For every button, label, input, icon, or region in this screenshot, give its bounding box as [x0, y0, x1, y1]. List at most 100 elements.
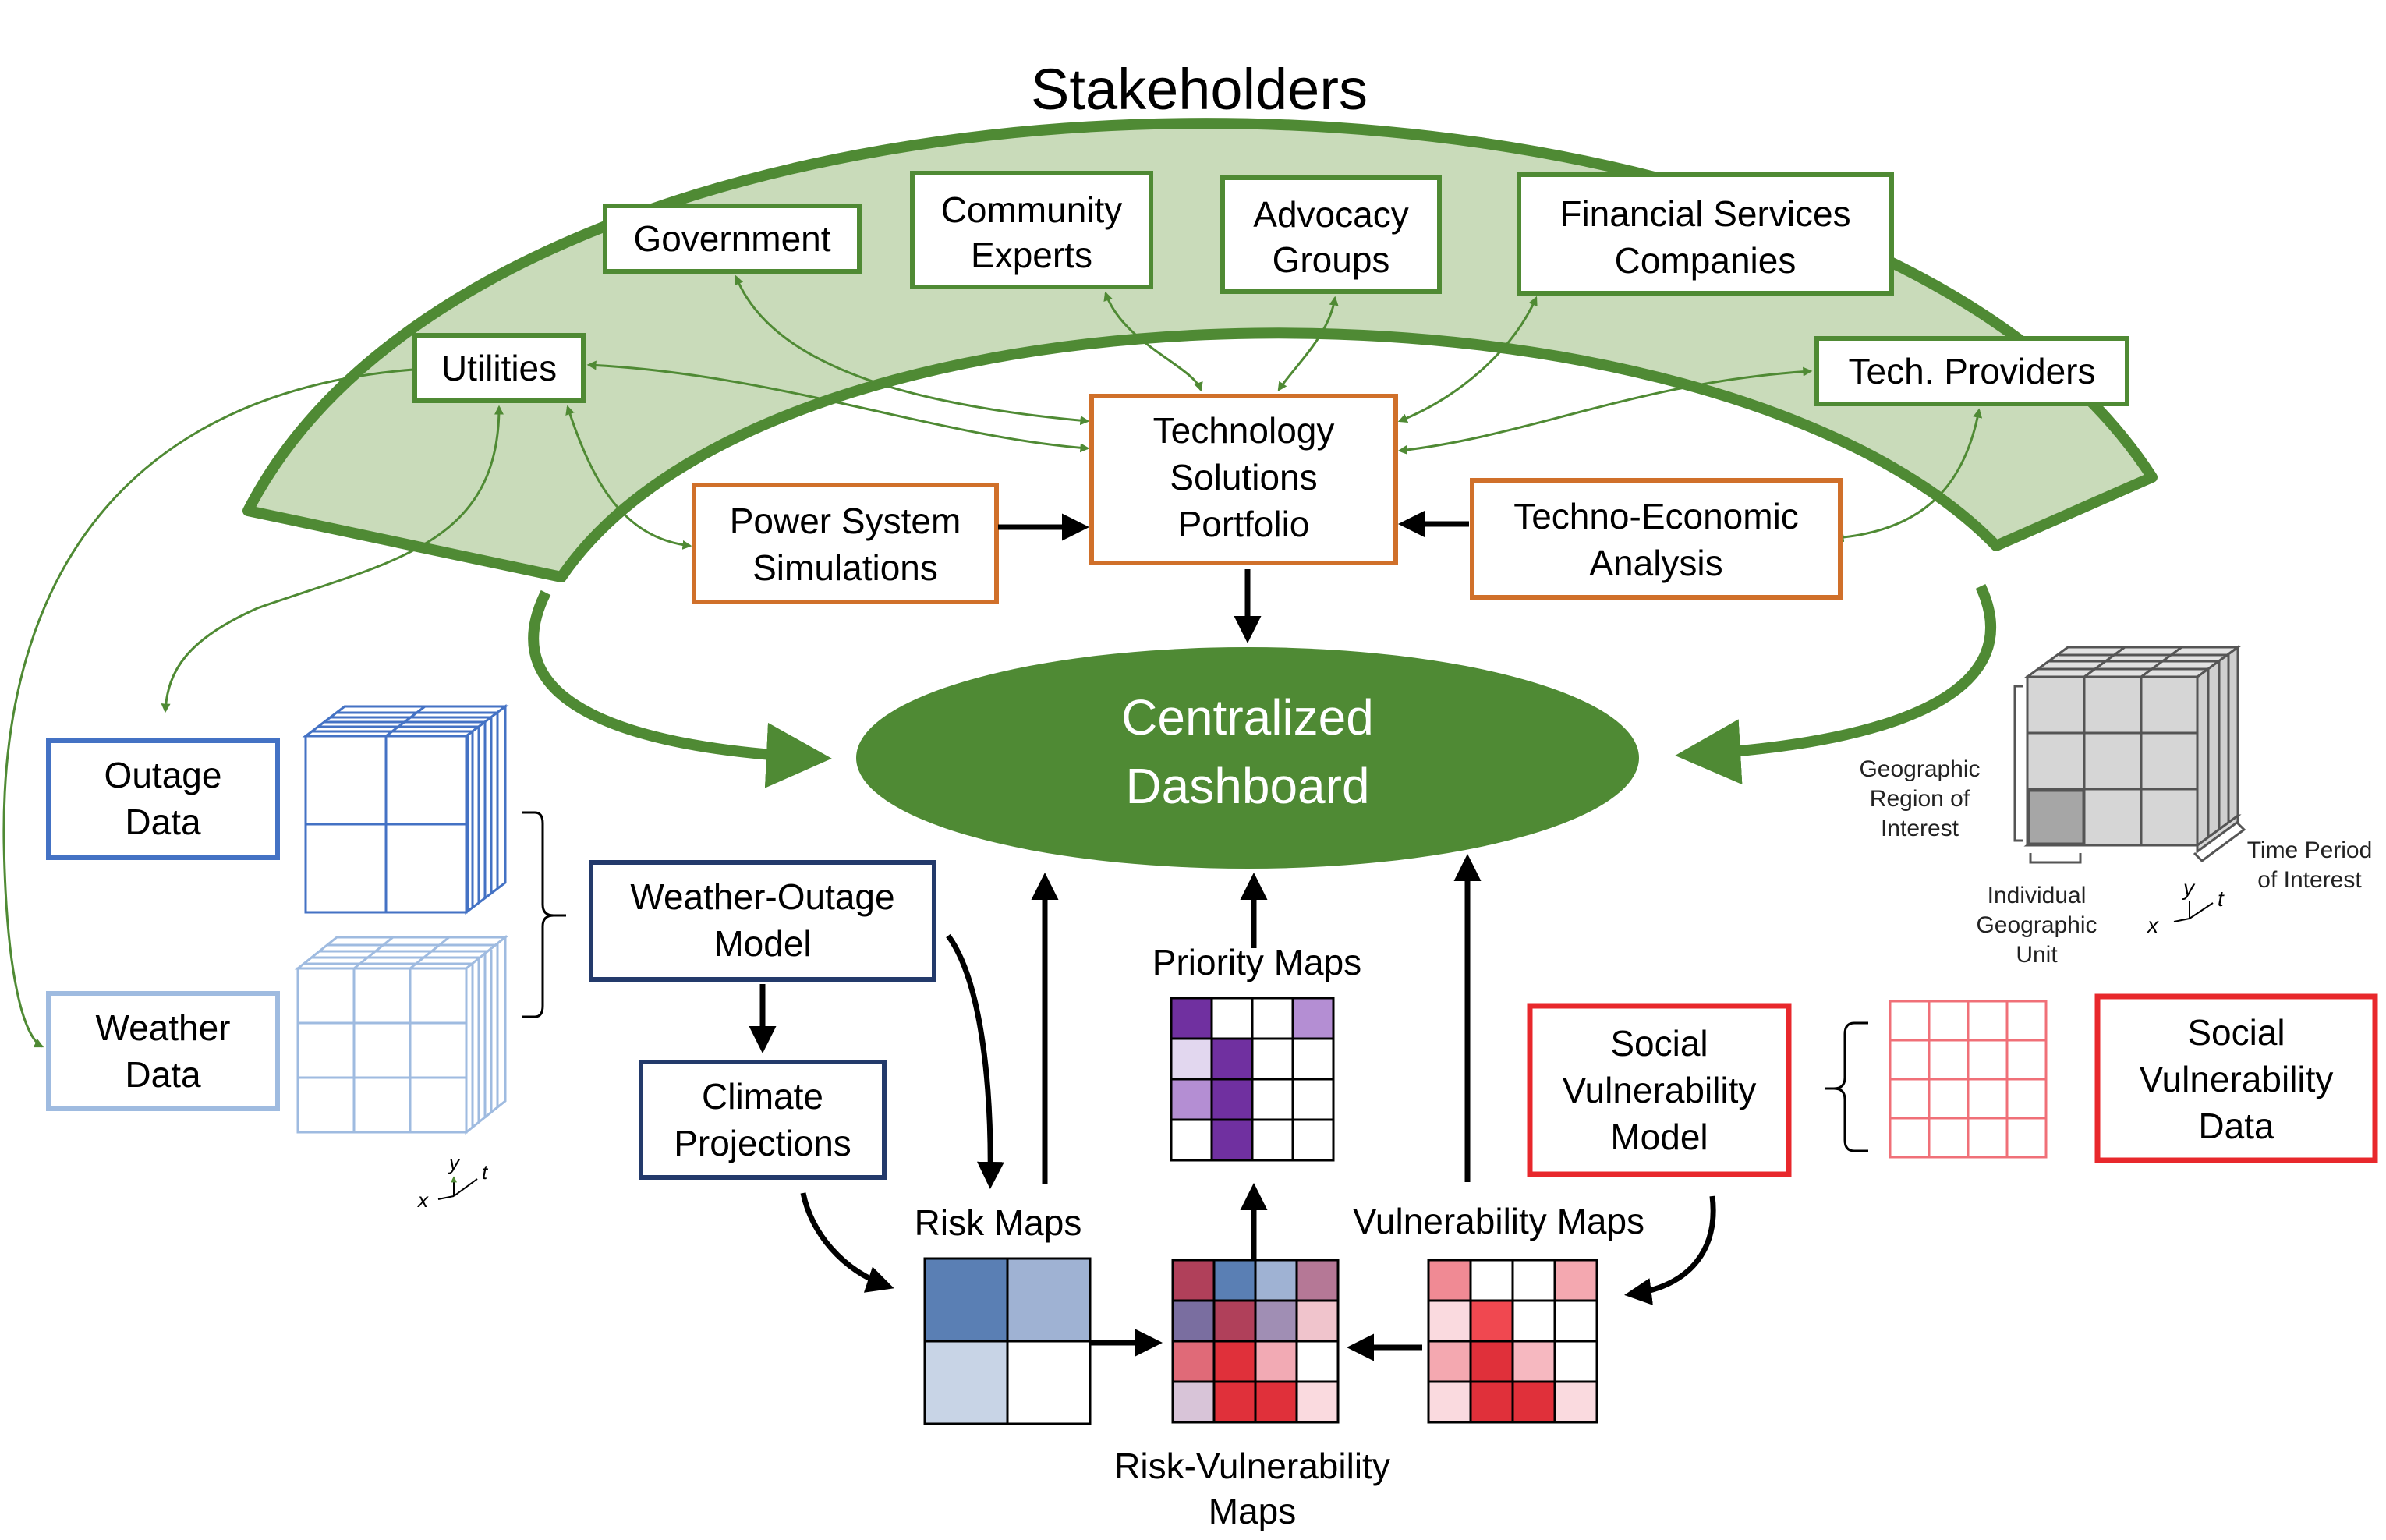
box-advocacy-groups: Advocacy Groups: [1220, 175, 1442, 294]
svg-text:Individual: Individual: [1988, 883, 2087, 908]
rv-grid-cell: [1212, 1259, 1257, 1302]
svg-text:Financial Services: Financial Services: [1559, 193, 1850, 234]
svg-text:Portfolio: Portfolio: [1178, 504, 1310, 544]
vuln-grid-cell: [1553, 1259, 1598, 1302]
vuln-grid-cell: [1511, 1340, 1556, 1383]
priority-grid-cell: [1170, 997, 1213, 1040]
weather-data-cube: [294, 934, 509, 1135]
vulnerability-map-grid: [1427, 1259, 1598, 1424]
social-grid-cell: [2005, 1039, 2048, 1081]
centralized-dashboard: Centralized Dashboard: [856, 647, 1639, 869]
risk-maps-label: Risk Maps: [915, 1202, 1082, 1243]
axes-glyph-right: x y t: [2146, 876, 2225, 937]
priority-grid-cell: [1291, 1078, 1335, 1121]
vuln-grid-cell: [1469, 1340, 1514, 1383]
vuln-grid-cell: [1511, 1380, 1556, 1424]
vuln-grid-cell: [1553, 1380, 1598, 1424]
svg-text:Social: Social: [2187, 1012, 2285, 1053]
priority-grid-cell: [1251, 1078, 1294, 1121]
vuln-grid-cell: [1553, 1340, 1598, 1383]
vuln-grid-cell: [1553, 1299, 1598, 1343]
priority-grid-cell: [1251, 1118, 1294, 1162]
svg-text:Outage: Outage: [104, 755, 222, 795]
svg-text:Companies: Companies: [1615, 240, 1797, 281]
svg-text:Groups: Groups: [1273, 239, 1390, 280]
svg-text:Tech. Providers: Tech. Providers: [1848, 351, 2095, 391]
risk-grid-cell: [1006, 1340, 1092, 1425]
legend-cube: [2023, 645, 2242, 854]
social-grid-cell: [1928, 1000, 1970, 1042]
box-utilities: Utilities: [412, 333, 586, 403]
social-grid-cell: [1889, 1000, 1931, 1042]
rv-grid-cell: [1212, 1380, 1257, 1424]
svg-text:Projections: Projections: [674, 1123, 851, 1163]
stakeholders-title: Stakeholders: [1031, 57, 1368, 122]
box-social-vulnerability-model: Social Vulnerability Model: [1527, 1003, 1792, 1177]
social-grid-cell: [1928, 1117, 1970, 1159]
priority-grid-cell: [1210, 1078, 1254, 1121]
dashboard-feed-arrows: [528, 584, 1996, 788]
risk-map-grid: [923, 1257, 1092, 1425]
priority-grid-cell: [1291, 1037, 1335, 1081]
risk-grid-cell: [923, 1257, 1009, 1343]
svg-text:Unit: Unit: [2016, 942, 2058, 968]
rv-grid-cell: [1212, 1340, 1257, 1383]
box-weather-data: Weather Data: [46, 991, 280, 1111]
box-weather-outage-model: Weather-Outage Model: [589, 860, 936, 982]
svg-text:Experts: Experts: [971, 235, 1092, 275]
lower-arrows: [749, 854, 1716, 1361]
legend-labels: Geographic Region of Interest Time Perio…: [1859, 756, 2372, 968]
outage-data-cube: [302, 703, 509, 915]
right-brace: [1825, 1021, 1868, 1152]
priority-grid-cell: [1210, 1037, 1254, 1081]
svg-text:Government: Government: [633, 218, 830, 259]
box-community-experts: Community Experts: [910, 171, 1153, 289]
risk-vulnerability-map-grid: [1171, 1259, 1340, 1424]
social-grid-cell: [1928, 1039, 1970, 1081]
box-social-vulnerability-data: Social Vulnerability Data: [2094, 993, 2378, 1163]
box-financial-services: Financial Services Companies: [1517, 172, 1894, 296]
priority-grid-cell: [1170, 1078, 1213, 1121]
vuln-grid-cell: [1427, 1299, 1472, 1343]
rv-grid-cell: [1171, 1259, 1216, 1302]
social-grid-cell: [1967, 1039, 2009, 1081]
rv-grid-cell: [1254, 1340, 1298, 1383]
rv-grid-cell: [1212, 1299, 1257, 1343]
left-brace: [522, 811, 566, 1018]
axes-glyph-left: x y t: [416, 1151, 489, 1212]
risk-vulnerability-label-2: Maps: [1209, 1491, 1296, 1531]
svg-text:Simulations: Simulations: [752, 547, 938, 588]
svg-text:Centralized: Centralized: [1121, 689, 1374, 745]
social-grid-cell: [2005, 1078, 2048, 1120]
priority-grid-cell: [1210, 1118, 1254, 1162]
svg-text:Techno-Economic: Techno-Economic: [1513, 496, 1799, 536]
social-grid-cell: [1967, 1000, 2009, 1042]
svg-text:Data: Data: [2198, 1106, 2274, 1146]
svg-text:Vulnerability: Vulnerability: [2140, 1059, 2334, 1099]
svg-text:Dashboard: Dashboard: [1125, 758, 1369, 814]
svg-text:Model: Model: [713, 923, 811, 964]
box-government: Government: [603, 204, 862, 274]
svg-text:Weather: Weather: [95, 1007, 230, 1048]
vuln-grid-cell: [1427, 1380, 1472, 1424]
vuln-grid-cell: [1511, 1299, 1556, 1343]
svg-text:Vulnerability: Vulnerability: [1563, 1070, 1757, 1110]
rv-grid-cell: [1171, 1299, 1216, 1343]
risk-grid-cell: [1006, 1257, 1092, 1343]
rv-grid-cell: [1254, 1380, 1298, 1424]
svg-text:Social: Social: [1610, 1023, 1708, 1064]
vuln-grid-cell: [1511, 1259, 1556, 1302]
rv-grid-cell: [1295, 1380, 1340, 1424]
box-techno-economic-analysis: Techno-Economic Analysis: [1470, 478, 1843, 600]
vulnerability-maps-label: Vulnerability Maps: [1353, 1201, 1644, 1241]
svg-text:Solutions: Solutions: [1170, 457, 1317, 497]
priority-map-grid: [1170, 997, 1335, 1162]
svg-text:Advocacy: Advocacy: [1253, 194, 1408, 235]
svg-text:y: y: [2182, 876, 2196, 900]
box-tech-providers: Tech. Providers: [1814, 336, 2129, 406]
vuln-grid-cell: [1469, 1299, 1514, 1343]
svg-text:Data: Data: [125, 802, 201, 842]
svg-text:Interest: Interest: [1881, 816, 1959, 841]
vuln-grid-cell: [1469, 1380, 1514, 1424]
